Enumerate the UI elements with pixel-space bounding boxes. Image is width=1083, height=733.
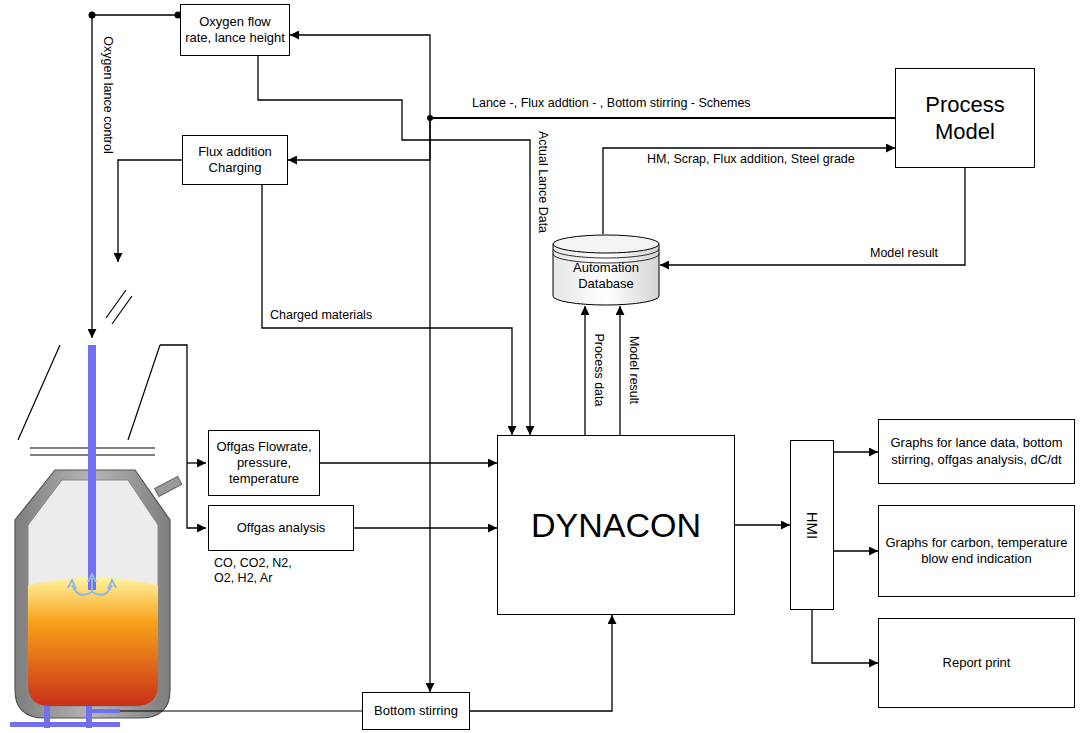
control-box: Oxygen flow rate, lance height <box>180 4 290 56</box>
connector <box>470 615 612 711</box>
measurement-box: Offgas Flowrate, pressure, temperature <box>208 430 320 496</box>
connector <box>320 462 497 463</box>
model-box: Process Model <box>895 68 1035 168</box>
connector <box>430 118 895 692</box>
edge-label: Charged materials <box>268 308 374 323</box>
connector <box>603 148 895 234</box>
output-box: Graphs for carbon, temperature blow end … <box>878 505 1075 597</box>
controller-box: DYNACON <box>497 435 735 615</box>
box-text: Process Model <box>900 91 1030 146</box>
connector <box>660 168 965 265</box>
box-text: HMI <box>803 511 822 539</box>
measurement-box: Offgas analysis <box>208 505 354 551</box>
gas-list: CO, CO2, N2, O2, H2, Ar <box>212 556 300 586</box>
edge-label: HM, Scrap, Flux addition, Steel grade <box>645 152 857 167</box>
connector <box>812 610 878 663</box>
box-text: Bottom stirring <box>374 703 458 719</box>
edge-label: Lance -, Flux addtion - , Bottom stirrin… <box>470 96 753 111</box>
connector <box>619 306 620 435</box>
connector <box>258 56 530 435</box>
edge-label: Actual Lance Data <box>535 129 550 235</box>
box-text: Report print <box>943 655 1011 671</box>
box-text: DYNACON <box>531 504 701 547</box>
box-text: Graphs for carbon, temperature blow end … <box>883 535 1070 568</box>
hmi-bar: HMI <box>790 440 834 610</box>
connector <box>834 451 878 452</box>
connector <box>354 527 497 528</box>
output-box: Graphs for lance data, bottom stirring, … <box>878 419 1075 484</box>
box-text: Offgas analysis <box>237 520 326 536</box>
actuator-box: Bottom stirring <box>362 692 470 730</box>
connector <box>834 550 878 551</box>
connector <box>290 35 895 118</box>
connector <box>584 306 585 435</box>
connector <box>735 524 790 525</box>
box-text: Automation Database <box>556 260 656 293</box>
box-text: Offgas Flowrate, pressure, temperature <box>213 439 315 488</box>
box-text: Graphs for lance data, bottom stirring, … <box>883 435 1070 468</box>
connector <box>262 185 512 435</box>
output-box: Report print <box>878 618 1075 708</box>
database-cylinder: Automation Database <box>552 234 660 306</box>
edge-label: Model result <box>626 334 641 406</box>
edge-label: Model result <box>868 246 940 261</box>
signal-label: Oxygen lance control <box>100 34 115 155</box>
box-text: Oxygen flow rate, lance height <box>185 14 285 47</box>
box-text: Flux addition Charging <box>187 144 283 177</box>
edge-label: Process data <box>591 332 606 409</box>
control-box: Flux addition Charging <box>182 135 288 185</box>
